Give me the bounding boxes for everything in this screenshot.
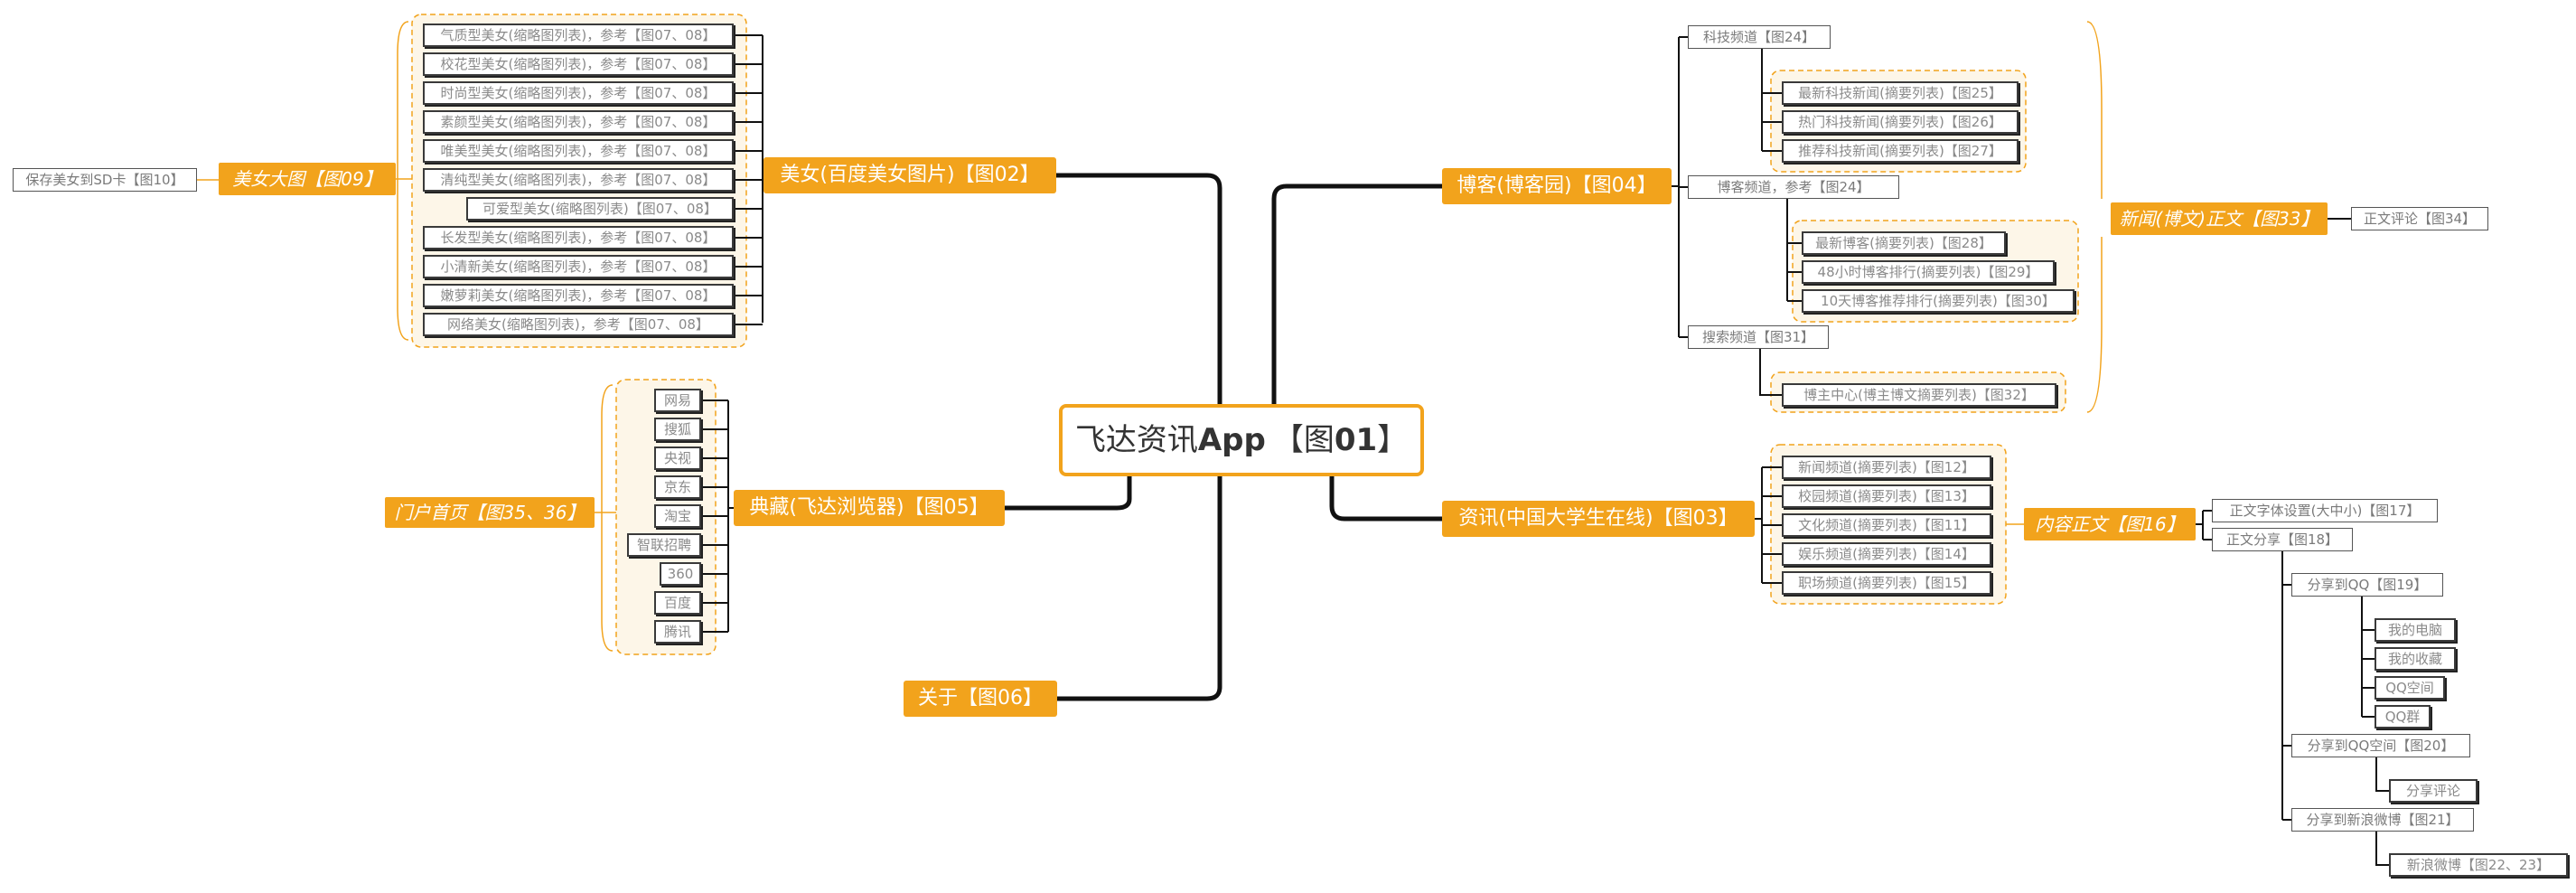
tech-news-item[interactable]: 推荐科技新闻(摘要列表)【图27】 — [1782, 139, 2019, 163]
share-to-weibo[interactable]: 分享到新浪微博【图21】 — [2291, 808, 2474, 832]
qq-share-target[interactable]: QQ空间 — [2375, 676, 2445, 700]
font-size-setting[interactable]: 正文字体设置(大中小)【图17】 — [2212, 499, 2438, 522]
blog-channel[interactable]: 博客频道，参考【图24】 — [1688, 175, 1899, 199]
news-channel-item[interactable]: 职场频道(摘要列表)【图15】 — [1782, 571, 1991, 595]
root-text-d: 01 — [1334, 422, 1378, 458]
beauty-category-item[interactable]: 网络美女(缩略图列表)，参考【图07、08】 — [423, 313, 734, 336]
connector-qzone-item — [2375, 757, 2389, 792]
blog-list-item[interactable]: 最新博客(摘要列表)【图28】 — [1802, 231, 2006, 255]
root-text-b: App — [1197, 422, 1266, 458]
blogger-center-item[interactable]: 博主中心(博主博文摘要列表)【图32】 — [1782, 383, 2056, 407]
portal-site-item[interactable]: 360 — [660, 562, 701, 586]
tech-news-item[interactable]: 最新科技新闻(摘要列表)【图25】 — [1782, 81, 2019, 105]
beauty-category-item[interactable]: 时尚型美女(缩略图列表)，参考【图07、08】 — [423, 81, 734, 105]
connector-root-blog — [1271, 183, 1442, 404]
beauty-category-item[interactable]: 素颜型美女(缩略图列表)，参考【图07、08】 — [423, 110, 734, 134]
news-channel-item[interactable]: 娱乐频道(摘要列表)【图14】 — [1782, 542, 1991, 566]
news-channel-item[interactable]: 文化频道(摘要列表)【图11】 — [1782, 513, 1991, 537]
branch-about[interactable]: 关于【图06】 — [904, 681, 1057, 717]
portal-site-item[interactable]: 淘宝 — [654, 504, 701, 528]
root-text-e: 】 — [1377, 422, 1409, 458]
qq-share-target[interactable]: 我的电脑 — [2375, 618, 2456, 642]
connector-blog-channel — [1679, 36, 1688, 338]
news-channel-item[interactable]: 新闻频道(摘要列表)【图12】 — [1782, 456, 1991, 479]
tech-news-item[interactable]: 热门科技新闻(摘要列表)【图26】 — [1782, 110, 2019, 134]
portal-site-item[interactable]: 腾讯 — [654, 620, 701, 644]
qq-share-target[interactable]: QQ群 — [2375, 705, 2431, 728]
connector-search-items — [1759, 349, 1782, 396]
portal-site-item[interactable]: 京东 — [654, 475, 701, 499]
article-share[interactable]: 正文分享【图18】 — [2212, 528, 2353, 551]
connector-weibo-item — [2375, 832, 2389, 866]
weibo-share-target[interactable]: 新浪微博【图22、23】 — [2389, 853, 2568, 877]
share-to-qzone[interactable]: 分享到QQ空间【图20】 — [2291, 734, 2470, 757]
branch-collection[interactable]: 典藏(飞达浏览器)【图05】 — [734, 490, 1005, 526]
blog-list-item[interactable]: 48小时博客排行(摘要列表)【图29】 — [1802, 260, 2055, 284]
branch-news[interactable]: 资讯(中国大学生在线)【图03】 — [1442, 501, 1755, 537]
portal-site-item[interactable]: 央视 — [654, 446, 701, 470]
beauty-category-item[interactable]: 气质型美女(缩略图列表)，参考【图07、08】 — [423, 24, 734, 47]
news-article[interactable]: 新闻(博文)正文【图33】 — [2111, 202, 2328, 235]
news-channel-item[interactable]: 校园频道(摘要列表)【图13】 — [1782, 484, 1991, 508]
beauty-category-item[interactable]: 小清新美女(缩略图列表)，参考【图07、08】 — [423, 255, 734, 278]
branch-blog[interactable]: 博客(博客园)【图04】 — [1442, 168, 1672, 204]
beauty-category-item[interactable]: 校花型美女(缩略图列表)，参考【图07、08】 — [423, 52, 734, 76]
connector-root-beauty — [1056, 173, 1222, 404]
portal-site-item[interactable]: 百度 — [654, 591, 701, 615]
connector-root-news — [1329, 476, 1442, 522]
beauty-category-item[interactable]: 清纯型美女(缩略图列表)，参考【图07、08】 — [423, 168, 734, 192]
qq-share-target[interactable]: 我的收藏 — [2375, 647, 2456, 671]
news-content[interactable]: 内容正文【图16】 — [2024, 508, 2196, 540]
connector-content-children — [2196, 510, 2212, 540]
connector-share-children — [2281, 551, 2291, 821]
connector-news-items — [1755, 467, 1763, 583]
article-comment[interactable]: 正文评论【图34】 — [2351, 207, 2488, 230]
portal-site-item[interactable]: 搜狐 — [654, 418, 701, 441]
save-to-sd-card[interactable]: 保存美女到SD卡【图10】 — [13, 168, 197, 192]
blog-brace — [2086, 21, 2103, 413]
beauty-category-item[interactable]: 可爱型美女(缩略图列表)【图07、08】 — [466, 197, 734, 221]
root-text-c: 【图 — [1272, 422, 1335, 458]
beauty-category-item[interactable]: 唯美型美女(缩略图列表)，参考【图07、08】 — [423, 139, 734, 163]
portal-site-item[interactable]: 智联招聘 — [627, 533, 701, 557]
root-text-a: 飞达资讯 — [1074, 422, 1198, 458]
collection-brace — [601, 384, 614, 652]
connector-root-about — [1057, 476, 1222, 701]
qzone-share-target[interactable]: 分享评论 — [2389, 779, 2478, 803]
beauty-category-item[interactable]: 嫩萝莉美女(缩略图列表)，参考【图07、08】 — [423, 284, 734, 307]
branch-beauty[interactable]: 美女(百度美女图片)【图02】 — [763, 157, 1056, 193]
connector-root-collection — [1005, 476, 1132, 511]
beauty-big-image[interactable]: 美女大图【图09】 — [219, 163, 396, 195]
portal-site-item[interactable]: 网易 — [654, 389, 701, 412]
portal-home[interactable]: 门户首页【图35、36】 — [385, 497, 595, 528]
beauty-brace — [397, 21, 409, 341]
share-to-qq[interactable]: 分享到QQ【图19】 — [2291, 573, 2443, 597]
connector-tech-items — [1761, 49, 1782, 152]
tech-channel[interactable]: 科技频道【图24】 — [1688, 25, 1831, 49]
connector-blog-items — [1786, 199, 1802, 302]
blog-list-item[interactable]: 10天博客推荐排行(摘要列表)【图30】 — [1802, 289, 2075, 313]
search-channel[interactable]: 搜索频道【图31】 — [1688, 325, 1829, 349]
connector-blog-channels — [1672, 37, 1680, 337]
beauty-category-item[interactable]: 长发型美女(缩略图列表)，参考【图07、08】 — [423, 226, 734, 249]
